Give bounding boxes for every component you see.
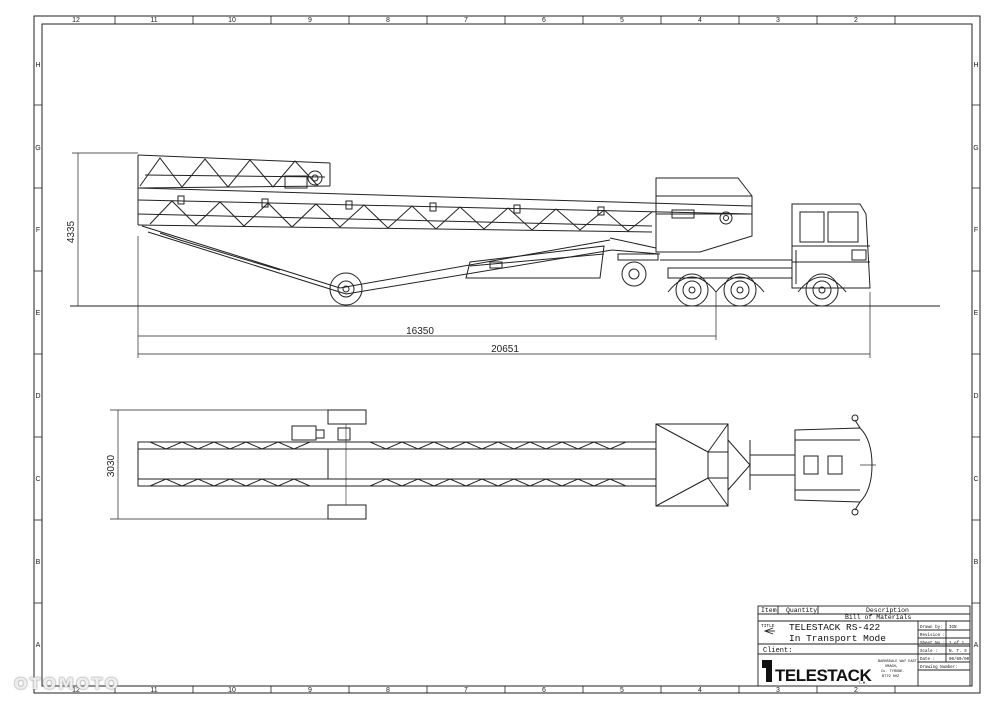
company-logo: TELESTACK xyxy=(775,666,872,685)
col-label: 6 xyxy=(542,17,546,24)
dimension-total-length: 20651 xyxy=(491,344,519,355)
revision-label: Revision : xyxy=(920,633,945,638)
col-label: 2 xyxy=(854,687,858,694)
col-label: 3 xyxy=(776,687,780,694)
plan-view xyxy=(110,409,876,520)
row-label: D xyxy=(35,393,40,400)
bill-of-materials: Bill of Materials xyxy=(845,614,911,621)
col-label: 7 xyxy=(464,17,468,24)
trademark: T.M. xyxy=(858,682,868,686)
sheet-value: 1 of 1 xyxy=(949,641,965,646)
sheet-label: Sheet No : xyxy=(920,641,945,646)
header-quantity: Quantity xyxy=(786,607,817,614)
col-label: 9 xyxy=(308,17,312,24)
watermark: OTOMOTO xyxy=(14,674,121,693)
row-label: C xyxy=(973,476,978,483)
drawn-by-label: Drawn by: xyxy=(920,625,943,630)
col-label: 8 xyxy=(386,17,390,24)
date-label: Date : xyxy=(920,658,935,662)
row-label: E xyxy=(974,310,979,317)
address-line-1: BARNSDALE WAY EAST, xyxy=(878,660,919,664)
col-label: 12 xyxy=(72,687,80,694)
dimension-width: 3030 xyxy=(106,454,117,477)
row-label: H xyxy=(35,62,40,69)
header-description: Description xyxy=(866,607,909,614)
col-label: 12 xyxy=(72,17,80,24)
row-label: F xyxy=(974,227,978,234)
client-label: Client: xyxy=(763,647,792,655)
sheet-frame xyxy=(33,15,981,694)
col-label: 5 xyxy=(620,687,624,694)
row-label: F xyxy=(36,227,40,234)
title-line-2: In Transport Mode xyxy=(789,633,886,644)
col-label: 6 xyxy=(542,687,546,694)
scale-label: Scale : xyxy=(920,649,938,654)
col-label: 4 xyxy=(698,17,702,24)
address-line-2: OMAGH, xyxy=(885,665,898,669)
col-label: 11 xyxy=(150,17,157,24)
address-line-3: Co. TYRONE. xyxy=(881,670,905,674)
row-label: B xyxy=(36,559,41,566)
col-label: 10 xyxy=(228,687,236,694)
col-label: 10 xyxy=(228,17,236,24)
title-block-text: Item Quantity Description Bill of Materi… xyxy=(761,607,970,686)
title-label: TITLE xyxy=(761,623,775,629)
drawing-number-label: Drawing Number: xyxy=(920,665,958,670)
row-label: C xyxy=(35,476,40,483)
scale-value: N. T. S xyxy=(949,650,967,654)
dimension-labels: 4335 16350 20651 3030 xyxy=(66,220,519,477)
row-label: A xyxy=(36,642,41,649)
title-line-1: TELESTACK RS-422 xyxy=(789,622,881,633)
col-label: 9 xyxy=(308,687,312,694)
row-label: G xyxy=(35,145,40,152)
top-column-labels: 12 11 10 9 8 7 6 5 4 3 2 xyxy=(72,17,858,24)
col-label: 5 xyxy=(620,17,624,24)
address-line-4: BT79 0HZ xyxy=(882,675,900,679)
col-label: 2 xyxy=(854,17,858,24)
col-label: 3 xyxy=(776,17,780,24)
dimension-axle-length: 16350 xyxy=(406,326,434,337)
drawn-by-value: IGN xyxy=(949,626,957,630)
header-item: Item xyxy=(761,607,777,614)
row-label: G xyxy=(973,145,978,152)
side-view xyxy=(70,152,940,358)
row-label: H xyxy=(973,62,978,69)
col-label: 8 xyxy=(386,687,390,694)
row-label: D xyxy=(973,393,978,400)
right-row-labels: H G F E D C B A xyxy=(973,62,978,649)
col-label: 7 xyxy=(464,687,468,694)
dimension-height: 4335 xyxy=(66,220,77,243)
row-label: A xyxy=(974,642,979,649)
date-value: 00/00/00 xyxy=(949,657,970,662)
row-label: E xyxy=(36,310,41,317)
title-block xyxy=(757,605,971,687)
col-label: 11 xyxy=(150,687,157,694)
col-label: 4 xyxy=(698,687,702,694)
bottom-column-labels: 12 11 10 9 8 7 6 5 4 3 2 xyxy=(72,687,858,694)
grid-ticks xyxy=(34,16,980,693)
left-row-labels: H G F E D C B A xyxy=(35,62,40,649)
row-label: B xyxy=(974,559,979,566)
